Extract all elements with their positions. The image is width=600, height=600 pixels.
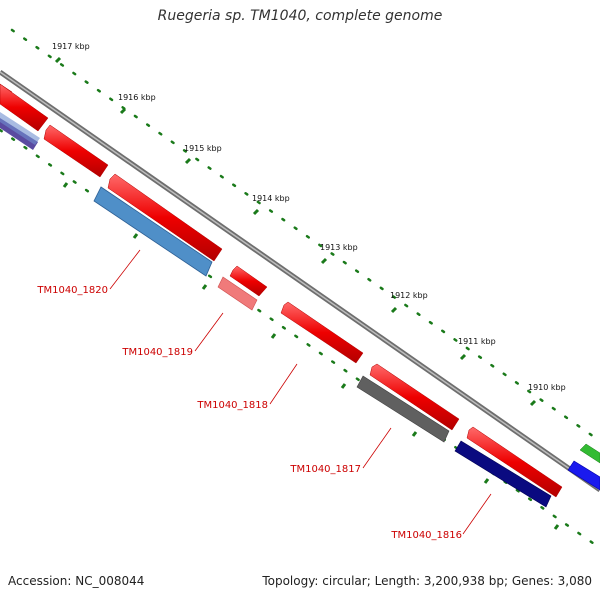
tick-inner-8 [553,524,560,530]
tick-inner-5 [340,383,347,389]
tick-label: 1911 kbp [458,337,496,346]
tick-label: 1916 kbp [118,93,156,102]
tick-1911 [459,353,467,361]
tick-1916 [119,107,127,115]
tick-label: 1917 kbp [52,42,90,51]
tick-inner-7 [483,478,490,484]
cds-forward[interactable] [466,426,563,498]
cds-grey-1817[interactable] [356,375,450,443]
length-label: Length: [374,574,421,588]
tick-1915 [184,157,192,165]
topology-value: circular [322,574,367,588]
cds-green[interactable] [579,443,600,464]
cds-forward[interactable] [369,363,460,431]
genes-value: 3,080 [557,574,592,588]
gene-label-1816[interactable]: TM1040_1816 [390,530,462,541]
cds-navy-1816[interactable] [454,440,552,508]
genes-label: Genes: [511,574,554,588]
tick-1917 [54,56,62,64]
gene-label-1819[interactable]: TM1040_1819 [121,347,193,358]
pseudo-1819[interactable] [217,276,258,311]
tick-label: 1912 kbp [390,291,428,300]
reverse-features [0,112,600,508]
cds-blue[interactable] [567,460,600,491]
accession-label: Accession: [8,574,72,588]
gene-label-1818[interactable]: TM1040_1818 [196,400,268,411]
tick-inner-4 [270,333,277,339]
forward-features [0,83,600,498]
gene-label-1817[interactable]: TM1040_1817 [289,464,361,475]
genome-stats: Topology: circular; Length: 3,200,938 bp… [262,574,592,588]
tick-label: 1915 kbp [184,144,222,153]
cds-forward[interactable] [229,265,268,297]
tick-inner-6 [411,431,418,437]
accession-info: Accession: NC_008044 [8,574,144,588]
gene-labels: TM1040_1820 TM1040_1819 TM1040_1818 TM10… [36,285,462,541]
length-value: 3,200,938 bp [423,574,504,588]
tick-1912 [390,306,398,314]
tick-label: 1910 kbp [528,383,566,392]
map-title: Ruegeria sp. TM1040, complete genome [157,8,443,24]
accession-value: NC_008044 [75,574,145,588]
cds-forward[interactable] [43,124,109,178]
cds-forward[interactable] [280,301,364,364]
tick-1914 [252,208,260,216]
tick-inner-2 [132,233,139,239]
cds-forward[interactable] [0,83,49,132]
tick-label: 1914 kbp [252,194,290,203]
topology-label: Topology: [262,574,319,588]
cds-forward[interactable] [107,173,223,262]
label-leaders [109,249,492,535]
gene-label-1820[interactable]: TM1040_1820 [36,285,108,296]
cds-steelblue-1820[interactable] [93,186,213,277]
tick-track-inner [0,128,600,550]
tick-inner-3 [201,284,208,290]
backbone [0,69,600,493]
tick-1910 [529,399,537,407]
tick-label: 1913 kbp [320,243,358,252]
cds-lightblue[interactable] [0,112,40,145]
major-ticks [54,56,560,530]
tick-inner-1 [62,182,69,188]
tick-track-outer [10,28,600,443]
tick-1913 [320,257,328,265]
tick-labels: 1917 kbp 1916 kbp 1915 kbp 1914 kbp 1913… [52,42,566,392]
